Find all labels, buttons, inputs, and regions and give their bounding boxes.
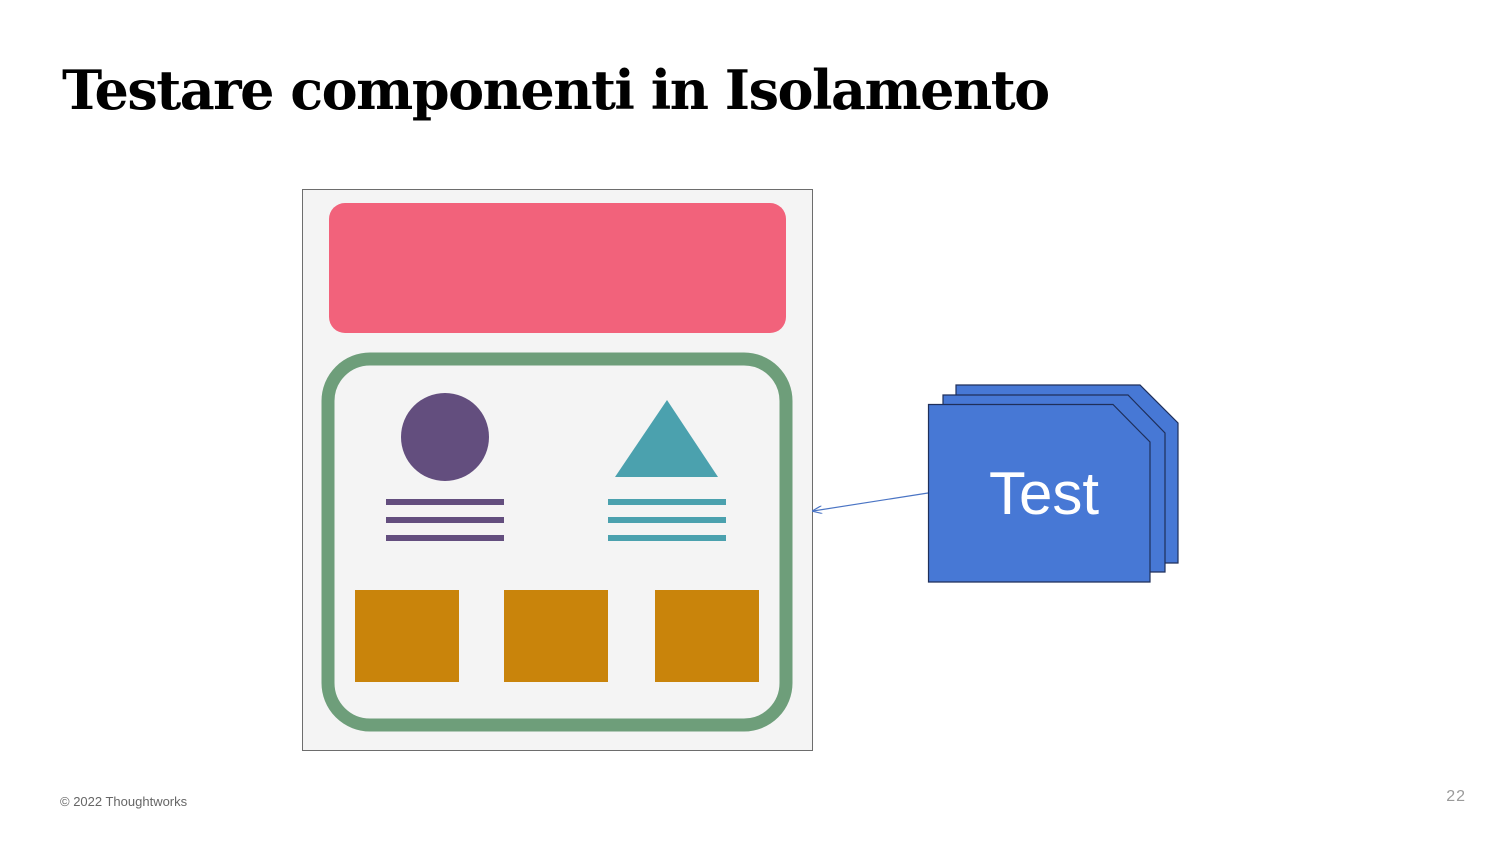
component-border — [321, 352, 793, 732]
isolated-component — [321, 352, 793, 732]
page-number: 22 — [1446, 788, 1466, 805]
test-card-front — [927, 403, 1151, 583]
app-page-mockup — [302, 189, 813, 751]
square-shape — [504, 590, 608, 682]
footer-copyright: © 2022 Thoughtworks — [60, 794, 188, 809]
circle-text-lines — [386, 499, 504, 541]
arrow-icon — [813, 492, 929, 511]
test-card-label: Test — [989, 460, 1099, 527]
stacked-cards-icon: Test — [927, 384, 1179, 583]
triangle-text-lines — [608, 499, 726, 541]
square-shape — [355, 590, 459, 682]
square-shape — [655, 590, 759, 682]
triangle-shape — [615, 400, 718, 477]
header-block — [329, 203, 786, 333]
slide-title: Testare componenti in Isolamento — [62, 58, 1050, 122]
circle-shape — [401, 393, 489, 481]
